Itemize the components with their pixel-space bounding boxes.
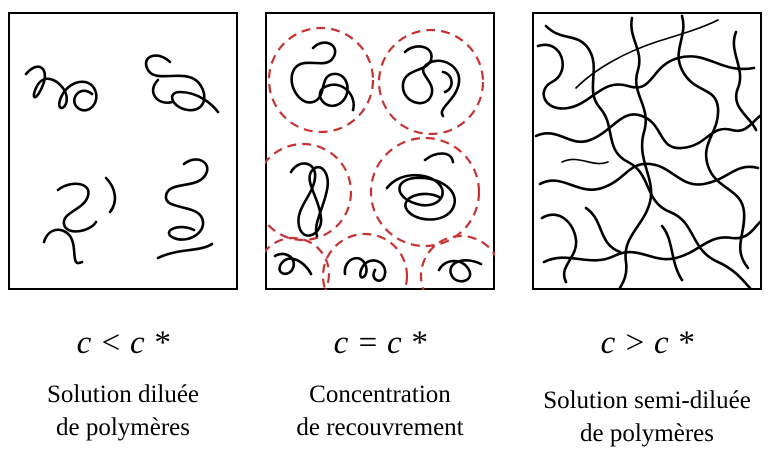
polymer-strand [660,224,684,282]
polymer-coil [343,256,387,282]
polymer-strand [618,16,653,290]
overlap-circle [419,234,495,290]
overlap-circle [265,236,331,290]
panel-frame [8,12,238,290]
panel-overlap-concentration [265,12,495,290]
caption-dilute: Solution diluée de polymères [0,378,248,444]
polymer-coil [437,259,483,283]
caption-line: de polymères [580,420,714,447]
panel-semi-dilute-solution [532,12,762,290]
polymer-coil [164,158,209,241]
polymer-strand [677,14,750,270]
polymer-coil [156,242,214,260]
polymer-coil [401,45,461,118]
polymer-coil [24,65,98,112]
polymer-strand [540,213,578,284]
polymer-strand [544,24,752,290]
caption-semi-dilute: Solution semi-diluée de polymères [522,384,772,450]
polymer-strand [561,158,609,165]
panel-dilute-solution [8,12,238,290]
polymer-coil [290,41,355,112]
polymer-coil [42,228,84,265]
polymer-strand [542,220,762,264]
polymer-coil [441,70,453,94]
caption-overlap: Concentration de recouvrement [255,378,505,444]
formula-overlap: c = c * [333,325,427,361]
caption-line: Solution diluée [46,381,200,408]
polymer-strand [538,162,760,191]
polymer-coil [385,173,456,221]
polymer-coil [151,78,174,104]
polymer-coil [289,162,330,238]
overlap-circle [321,232,409,290]
overlap-circle [267,26,375,134]
polymer-coil [273,252,313,276]
polymer-strand [575,19,719,89]
overlap-diagram [265,12,495,290]
overlap-circle [265,142,353,242]
panel-frame [532,12,762,290]
polymer-strand [732,30,758,132]
overlap-circle [369,136,481,248]
caption-line: de polymères [56,414,190,441]
polymer-strand [584,206,622,254]
dilute-diagram [8,12,238,290]
polymer-coil [104,176,117,214]
polymer-coil [56,182,98,233]
polymer-coil [423,152,455,164]
caption-line: Solution semi-diluée [543,387,751,414]
polymer-coil [144,54,220,114]
caption-line: de recouvrement [296,414,464,441]
formula-dilute: c < c * [76,325,170,361]
panel-frame [265,12,495,290]
semi-dilute-diagram [532,12,762,290]
caption-line: Concentration [309,381,451,408]
polymer-strand [534,113,762,150]
formula-semi-dilute: c > c * [600,325,694,361]
overlap-circle [377,28,485,136]
polymer-strand [536,43,756,110]
